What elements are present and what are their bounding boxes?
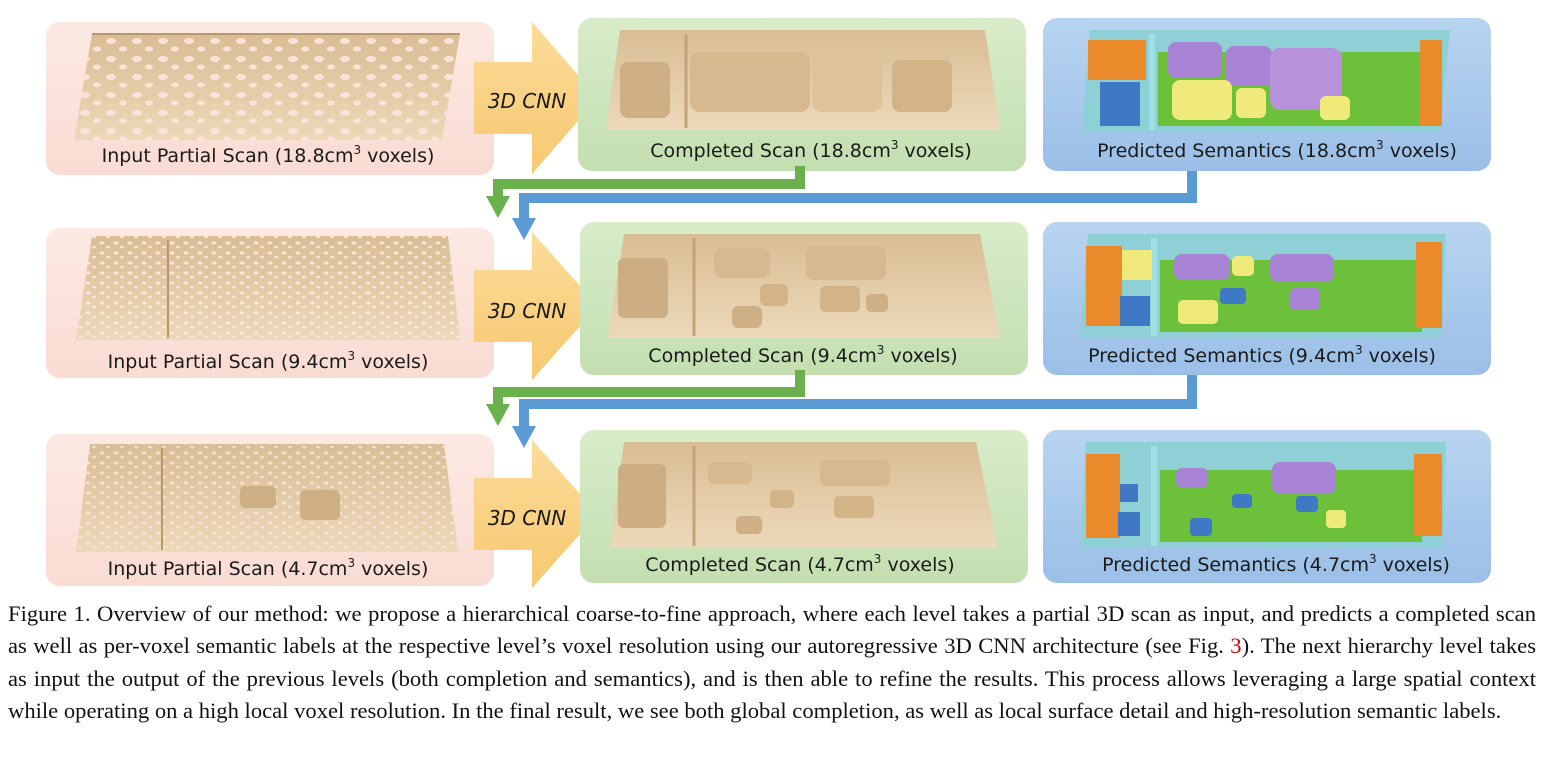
cnn-label-1: 3D CNN	[488, 89, 566, 113]
feedback-arrows-1	[486, 166, 1197, 240]
cnn-label-3: 3D CNN	[488, 506, 566, 530]
semantics-label-2: Predicted Semantics (9.4cm3 voxels)	[1088, 343, 1436, 367]
semantics-image-3	[1080, 442, 1446, 548]
input-label-2: Input Partial Scan (9.4cm3 voxels)	[108, 349, 429, 373]
completed-label-3: Completed Scan (4.7cm3 voxels)	[645, 552, 954, 576]
semantics-label-1: Predicted Semantics (18.8cm3 voxels)	[1097, 138, 1457, 162]
cnn-arrow-1: 3D CNN	[474, 22, 598, 174]
semantics-image-2	[1080, 234, 1446, 338]
input-scan-image-2	[76, 236, 460, 340]
feedback-arrows-2	[486, 370, 1197, 448]
input-label-1: Input Partial Scan (18.8cm3 voxels)	[102, 143, 435, 167]
completed-label-2: Completed Scan (9.4cm3 voxels)	[648, 343, 957, 367]
completed-scan-image-2	[608, 234, 1000, 338]
pipeline-diagram: Input Partial Scan (18.8cm3 voxels) 3D C…	[46, 18, 1491, 588]
semantics-image-1	[1082, 30, 1450, 132]
completed-label-1: Completed Scan (18.8cm3 voxels)	[650, 138, 971, 162]
input-scan-image-1	[74, 33, 460, 140]
figure-caption: Figure 1. Overview of our method: we pro…	[8, 598, 1536, 728]
level-2: Input Partial Scan (9.4cm3 voxels) 3D CN…	[46, 222, 1491, 380]
green-arrow-2	[493, 370, 805, 406]
cnn-arrow-3: 3D CNN	[474, 440, 598, 588]
input-label-3: Input Partial Scan (4.7cm3 voxels)	[108, 556, 429, 580]
figure-reference-link[interactable]: 3	[1230, 633, 1242, 659]
cnn-arrow-2: 3D CNN	[474, 232, 598, 380]
input-scan-image-3	[76, 444, 458, 552]
blue-arrow-1	[519, 171, 1197, 220]
completed-scan-image-1	[606, 30, 1000, 130]
green-arrow-1	[493, 166, 805, 198]
blue-arrow-2	[519, 375, 1197, 428]
level-3: Input Partial Scan (4.7cm3 voxels) 3D CN…	[46, 430, 1491, 588]
caption-part-2: ). The next hierarchy level takes as inp…	[8, 633, 1537, 724]
semantics-label-3: Predicted Semantics (4.7cm3 voxels)	[1102, 552, 1450, 576]
level-1: Input Partial Scan (18.8cm3 voxels) 3D C…	[46, 18, 1491, 175]
cnn-label-2: 3D CNN	[488, 299, 566, 323]
caption-part-1: Figure 1. Overview of our method: we pro…	[8, 601, 1536, 659]
completed-scan-image-3	[610, 442, 998, 548]
